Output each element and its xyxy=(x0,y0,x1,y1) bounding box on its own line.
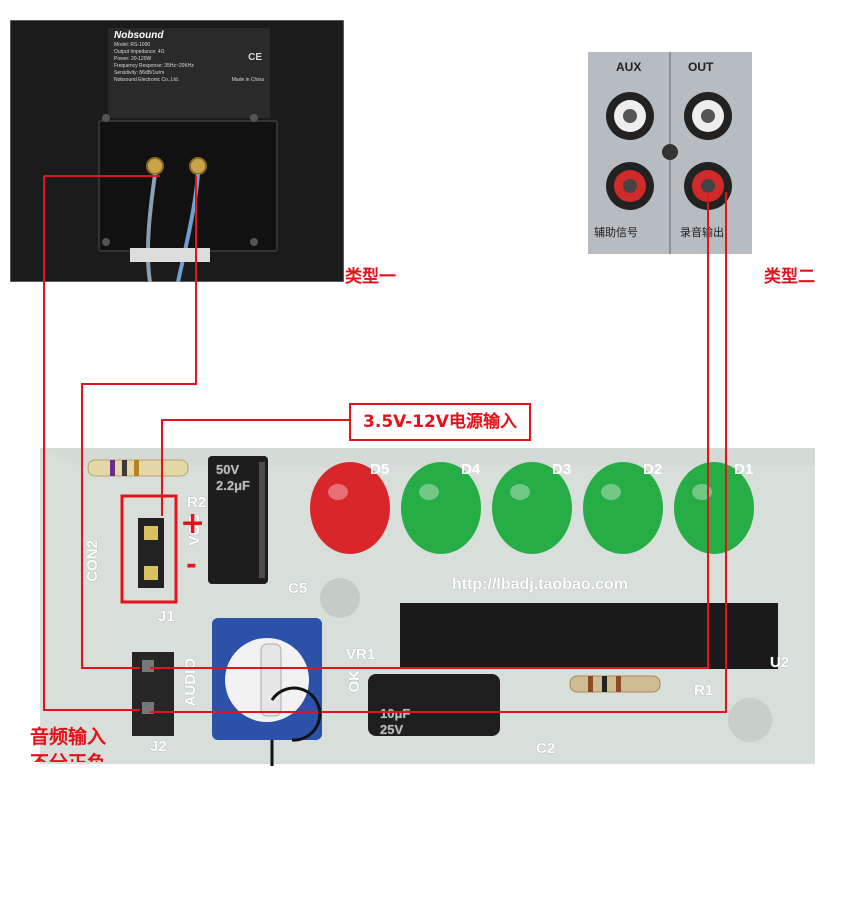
plate-line: Sensitivity: 86dB/1w/m xyxy=(114,70,165,76)
speaker-back-photo: Nobsound Model: RS-1000 Output Impedance… xyxy=(10,20,344,282)
led-highlight xyxy=(510,484,530,500)
cap-c5-value: 2.2μF xyxy=(216,478,250,493)
rca-panel-photo: AUX OUT 辅助信号 录音输出 xyxy=(588,52,752,254)
audio-input-label: 音频输入 xyxy=(30,726,107,748)
led-highlight xyxy=(328,484,348,500)
speaker-terminals-drawing xyxy=(10,20,344,282)
silk-c5: C5 xyxy=(288,580,308,597)
plate-line: Output Impedance: 4Ω xyxy=(114,49,165,55)
pcb-drawing: D5 D4 D3 D2 D1 xyxy=(40,448,815,764)
silk-url: http://lbadj.taobao.com xyxy=(452,576,628,593)
silk-ok: OK xyxy=(346,670,363,693)
silk-audio: AUDIO xyxy=(182,658,199,707)
silk-j2: J2 xyxy=(150,738,167,755)
led-highlight xyxy=(419,484,439,500)
plate-footer-left: Nobsound Electronic Co.,Ltd. xyxy=(114,77,180,83)
plate-footer: Nobsound Electronic Co.,Ltd. Made in Chi… xyxy=(114,77,264,84)
speaker-spec-plate: Nobsound Model: RS-1000 Output Impedance… xyxy=(108,28,270,118)
cap-c2-value: 10μF xyxy=(380,706,411,721)
silk-led-label: D3 xyxy=(552,461,571,478)
audio-input-note: 不分正负 xyxy=(30,748,106,762)
out-label: OUT xyxy=(688,60,714,74)
silk-vr1: VR1 xyxy=(346,646,376,663)
silk-led-label: D4 xyxy=(461,461,481,478)
aux-cn-label: 辅助信号 xyxy=(594,226,638,239)
type-two-label: 类型二 xyxy=(764,267,815,287)
speaker-brand: Nobsound xyxy=(114,30,164,41)
cap-c5-voltage: 50V xyxy=(216,462,240,477)
silk-c2: C2 xyxy=(536,740,556,757)
silk-led-label: D5 xyxy=(370,461,389,478)
silk-led-label: D1 xyxy=(734,461,753,478)
plate-line: Power: 20-120W xyxy=(114,56,152,62)
ce-mark: CE xyxy=(248,52,262,63)
led-highlight xyxy=(692,484,712,500)
type-one-label: 类型一 xyxy=(345,267,396,287)
silk-con2: CON2 xyxy=(84,540,101,582)
cap-c2-voltage: 25V xyxy=(380,722,404,737)
aux-label: AUX xyxy=(616,60,642,74)
silk-u2: U2 xyxy=(770,654,790,671)
plus-sign: + xyxy=(180,506,206,541)
silk-j1: J1 xyxy=(158,608,175,625)
silk-r1: R1 xyxy=(694,682,714,699)
plate-line: Model: RS-1000 xyxy=(114,42,151,48)
led-highlight xyxy=(601,484,621,500)
power-input-label: 3.5V-12V电源输入 xyxy=(349,403,531,441)
minus-sign: - xyxy=(186,550,197,580)
plate-footer-right: Made in China xyxy=(231,77,264,83)
plate-line: Frequency Response: 35Hz~20KHz xyxy=(114,63,194,69)
silk-led-label: D2 xyxy=(643,461,662,478)
out-cn-label: 录音输出 xyxy=(680,226,724,239)
